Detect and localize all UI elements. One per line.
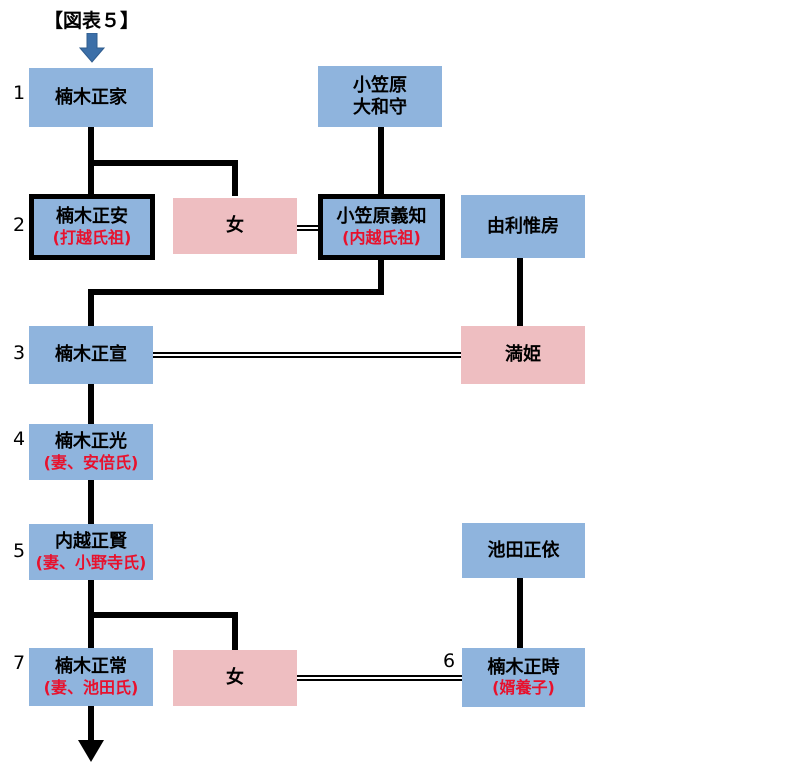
node-kusunoki-masatsune[interactable]: 楠木正常 (妻、池田氏) [29, 648, 153, 706]
node-name: 女 [226, 667, 244, 689]
node-note: (内越氏祖) [342, 227, 421, 247]
connector-yamatonokami-to-yoshitomo [378, 127, 384, 197]
node-note: (妻、池田氏) [43, 677, 139, 697]
gen-number-7: 7 [12, 652, 26, 674]
node-name: 満姫 [505, 344, 541, 366]
connector-yoshitomo-to-masanobu-horizontal [88, 289, 384, 295]
node-daughter-1[interactable]: 女 [173, 198, 297, 254]
node-name: 池田正依 [487, 539, 560, 561]
node-kusunoki-masayasu[interactable]: 楠木正安 (打越氏祖) [29, 194, 155, 260]
node-note: (妻、小野寺氏) [35, 552, 147, 572]
gen-number-2: 2 [12, 214, 26, 236]
connector-masakata-to-daughter2 [88, 612, 238, 618]
marriage-link-masanobu-mitsuhime [151, 352, 463, 358]
gen-number-4: 4 [12, 428, 26, 450]
connector-korefusa-to-mitsuhime [517, 258, 523, 328]
node-name: 楠木正安 [56, 206, 128, 228]
page-title: 【図表５】 [44, 10, 140, 32]
node-yuri-korefusa[interactable]: 由利惟房 [461, 195, 585, 258]
connector-masayori-to-masatoki [517, 578, 523, 650]
node-note: (妻、安倍氏) [43, 452, 139, 472]
node-name-line2: 大和守 [353, 96, 407, 118]
node-name: 女 [226, 215, 244, 237]
node-ogasawara-yoshitomo[interactable]: 小笠原義知 (内越氏祖) [318, 194, 445, 260]
connector-down-to-masanobu [88, 289, 94, 329]
node-uchikoshi-masakata[interactable]: 内越正賢 (妻、小野寺氏) [29, 524, 153, 580]
connector-masatsune-descent [88, 706, 94, 744]
node-name: 楠木正光 [55, 431, 127, 453]
down-arrow-icon [78, 32, 106, 63]
marriage-link-daughter2-masatoki [295, 675, 463, 681]
down-arrow-icon [78, 740, 104, 766]
connector-masanobu-to-masamitsu [88, 384, 94, 426]
node-daughter-2[interactable]: 女 [173, 650, 297, 706]
node-name: 内越正賢 [55, 531, 127, 553]
node-name: 由利惟房 [487, 215, 559, 237]
connector-masamitsu-to-masakata [88, 480, 94, 526]
node-ogasawara-yamatonokami[interactable]: 小笠原 大和守 [318, 66, 442, 127]
node-kusunoki-masaie[interactable]: 楠木正家 [29, 68, 153, 127]
node-name: 楠木正宣 [55, 344, 127, 366]
node-name-line1: 小笠原 [353, 75, 407, 97]
node-ikeda-masayori[interactable]: 池田正依 [462, 523, 585, 578]
node-name: 小笠原義知 [336, 206, 427, 228]
marriage-link-daughter1-yoshitomo [295, 225, 323, 231]
node-name: 楠木正時 [487, 656, 560, 678]
node-kusunoki-masatoki[interactable]: 楠木正時 (婿養子) [462, 648, 585, 707]
node-name: 楠木正家 [55, 86, 127, 108]
connector-masaie-to-daughter1 [88, 160, 238, 166]
node-kusunoki-masanobu[interactable]: 楠木正宣 [29, 326, 153, 384]
node-kusunoki-masamitsu[interactable]: 楠木正光 (妻、安倍氏) [29, 424, 153, 480]
gen-number-5: 5 [12, 540, 26, 562]
node-mitsuhime[interactable]: 満姫 [461, 326, 585, 384]
connector-yoshitomo-down [378, 259, 384, 295]
gen-number-6: 6 [442, 650, 456, 672]
gen-number-3: 3 [12, 342, 26, 364]
gen-number-1: 1 [12, 82, 26, 104]
connector-drop-to-daughter2 [232, 612, 238, 650]
node-name: 楠木正常 [55, 656, 127, 678]
node-note: (婿養子) [492, 678, 555, 698]
node-note: (打越氏祖) [52, 227, 132, 247]
connector-drop-to-daughter1 [232, 160, 238, 196]
